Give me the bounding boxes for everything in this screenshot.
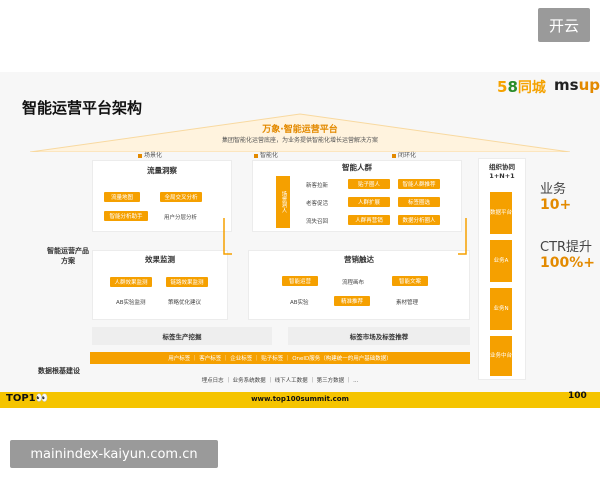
traffic-item-map[interactable]: 流量地图 <box>104 192 140 202</box>
traffic-title: 流量洞察 <box>147 166 177 175</box>
metric-ctr-value: 100%+ <box>540 255 595 271</box>
smart-crowd-title: 智能人群 <box>342 163 372 172</box>
side-label-solutions: 智能运营产品方案 <box>47 247 89 265</box>
marketing-item-canvas: 流程画布 <box>342 280 365 286</box>
side-label-data: 数据根基建设 <box>38 367 80 375</box>
effect-item-link[interactable]: 链路效果监测 <box>166 277 208 287</box>
crowd-active-a[interactable]: 人群扩展 <box>348 197 390 207</box>
tag-intelligent: 智能化 <box>254 150 278 159</box>
bar-tag-market: 标签市场及标签推荐 <box>288 327 470 345</box>
watermark-bar[interactable]: mainindex-kaiyun.com.cn <box>10 440 218 468</box>
effect-title: 效果监测 <box>145 255 175 264</box>
bar-tag-production: 标签生产挖掘 <box>92 327 272 345</box>
org-col-data-platform[interactable]: 数据平台 <box>490 192 512 234</box>
crowd-row-recall: 流失召回 <box>306 219 329 225</box>
bar-data-tags: 用户标签 ｜ 客户标签 ｜ 企业标签 ｜ 贴子标签 ｜ OneID服务（构建统一… <box>90 352 470 364</box>
org-col-business-a[interactable]: 业务A <box>490 240 512 282</box>
crowd-new-a[interactable]: 贴子圈人 <box>348 179 390 189</box>
marketing-item-copy[interactable]: 智能文案 <box>392 276 428 286</box>
logo-msup: msup <box>554 76 600 94</box>
tag-closed-loop: 闭环化 <box>392 150 416 159</box>
marketing-item-recommend[interactable]: 精准推荐 <box>334 296 370 306</box>
footer-100-logo: 100 <box>568 391 587 401</box>
logo-58: 58同城 <box>497 78 546 96</box>
metric-business-value: 10+ <box>540 197 572 213</box>
tag-scenario: 场景化 <box>138 150 162 159</box>
effect-item-ab: AB实验监测 <box>116 300 146 306</box>
marketing-item-ab: AB实验 <box>290 300 309 306</box>
metric-ctr-label: CTR提升 <box>540 240 593 255</box>
slide-title: 智能运营平台架构 <box>22 99 143 117</box>
platform-title: 万象·智能运营平台 <box>262 125 338 135</box>
data-sources: 埋点日志 ｜ 业务系统数据 ｜ 线下人工数据 ｜ 第三方数据 ｜ ... <box>201 378 359 384</box>
crowd-row-new: 新客拉新 <box>306 183 329 189</box>
effect-item-strategy: 策略优化建议 <box>168 300 202 306</box>
footer-url[interactable]: www.top100summit.com <box>251 395 349 403</box>
crowd-new-b[interactable]: 智能人群推荐 <box>398 179 440 189</box>
org-col-business-n[interactable]: 业务N <box>490 288 512 330</box>
footer-eyes-icon: 👀 <box>35 393 49 404</box>
crowd-recall-a[interactable]: 人群再营销 <box>348 215 390 225</box>
crowd-recall-b[interactable]: 数据分析圈人 <box>398 215 440 225</box>
platform-subtitle: 集团智能化运营底座，为业务提供智能化增长运营解决方案 <box>221 137 378 144</box>
traffic-item-assistant[interactable]: 智能分析助手 <box>104 211 148 221</box>
loop-arrow-right <box>458 218 467 255</box>
loop-arrow-left <box>223 218 232 255</box>
crowd-row-active: 老客促活 <box>306 201 329 207</box>
crowd-active-b[interactable]: 标签圈选 <box>398 197 440 207</box>
traffic-item-layer-analysis: 用户分层分析 <box>164 215 198 221</box>
effect-item-crowd[interactable]: 人群效果监测 <box>110 277 152 287</box>
open-button[interactable]: 开云 <box>538 8 590 42</box>
roof-shape <box>30 113 570 152</box>
footer-bar <box>0 392 600 408</box>
traffic-item-cross-analysis[interactable]: 全局交叉分析 <box>160 192 202 202</box>
marketing-item-ops[interactable]: 智能运营 <box>282 276 318 286</box>
footer-brand: TOP1👀 <box>6 393 49 404</box>
org-col-middle-platform[interactable]: 业务中台 <box>490 336 512 376</box>
metric-business-label: 业务 <box>540 182 567 197</box>
marketing-item-material: 素材管理 <box>396 300 419 306</box>
marketing-title: 营销触达 <box>344 255 374 264</box>
smart-crowd-vertical: 场景洞人 <box>276 176 290 228</box>
